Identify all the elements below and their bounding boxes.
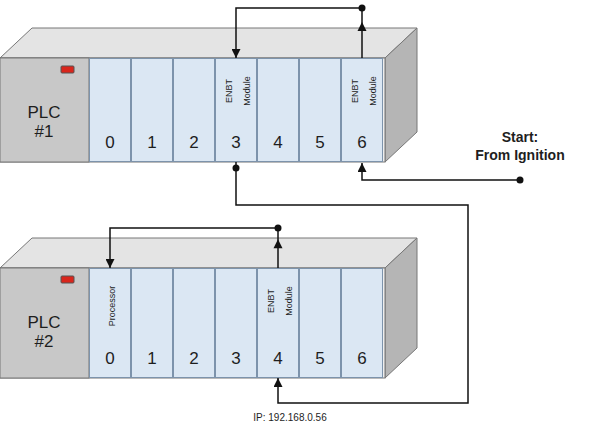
- slot-number: 1: [147, 133, 156, 152]
- ip-address: IP: 192.168.0.56: [253, 412, 326, 423]
- module-label: ENBT Module: [350, 76, 378, 106]
- label-holder: 1: [132, 134, 172, 153]
- label-holder: 2: [174, 134, 214, 153]
- connector: [110, 228, 278, 268]
- slot-number: 1: [147, 349, 156, 368]
- flow-arrowhead: [358, 22, 367, 31]
- housing-panel: [0, 58, 89, 162]
- junction-dot: [275, 225, 282, 232]
- module-label: ENBT Module: [224, 76, 252, 106]
- junction-dot: [359, 5, 366, 12]
- plc-name: PLC #2: [20, 314, 68, 351]
- label-holder: 5: [300, 350, 340, 369]
- connector-group: [233, 162, 469, 403]
- label-holder: 4: [258, 350, 298, 369]
- status-led: [61, 66, 74, 73]
- connector-group: [110, 225, 283, 269]
- label-holder: Start:: [470, 128, 570, 146]
- slot-number: 2: [189, 133, 198, 152]
- housing-top: [0, 238, 417, 268]
- module-slot: 4: [257, 58, 299, 162]
- housing-side: [385, 28, 417, 162]
- housing-top: [0, 28, 417, 58]
- label-holder: PLC #2: [20, 314, 68, 351]
- module-label: Processor: [107, 286, 117, 327]
- module-slot: 1: [131, 58, 173, 162]
- module-slot: ENBT Module 4: [257, 268, 299, 378]
- module-slot: 2: [173, 268, 215, 378]
- slot-number: 2: [189, 349, 198, 368]
- slot-number: 3: [231, 349, 240, 368]
- label-holder: ENBT Module: [344, 73, 380, 109]
- module-slot: ENBT Module 6: [341, 58, 383, 162]
- slot-number: 6: [357, 133, 366, 152]
- label-holder: 1: [132, 350, 172, 369]
- junction-dot: [233, 165, 240, 172]
- label-holder: 4: [258, 134, 298, 153]
- connector: [236, 8, 362, 58]
- wire: [362, 163, 520, 180]
- plc-name: PLC #1: [20, 104, 68, 141]
- slot-number: 6: [357, 349, 366, 368]
- module-slot: 2: [173, 58, 215, 162]
- module-slot: 5: [299, 268, 341, 378]
- plc-chassis: PLC #1 0 1 2 ENBT Module 3 4 5 ENBT Module 6: [0, 58, 385, 162]
- label-holder: Processor: [101, 281, 119, 331]
- housing-front: [0, 268, 385, 378]
- label-holder: 0: [90, 350, 130, 369]
- module-slot: Processor 0: [89, 268, 131, 378]
- slot-number: 0: [105, 349, 114, 368]
- label-holder: 3: [216, 350, 256, 369]
- flow-arrowhead: [274, 239, 283, 248]
- label-holder: 6: [342, 134, 382, 153]
- plc-housing: [0, 238, 417, 378]
- connector: [236, 162, 468, 403]
- slot-number: 4: [273, 133, 282, 152]
- label-holder: IP: 192.168.0.56: [225, 407, 355, 425]
- module-label: ENBT Module: [266, 286, 294, 316]
- label-holder: PLC #1: [20, 104, 68, 141]
- label-holder: 3: [216, 134, 256, 153]
- status-led: [61, 276, 74, 283]
- housing-side: [385, 238, 417, 378]
- housing-panel: [0, 268, 89, 378]
- ignition-wire: [362, 163, 524, 184]
- slot-number: 3: [231, 133, 240, 152]
- label-holder: ENBT Module: [218, 73, 254, 109]
- module-slot: 1: [131, 268, 173, 378]
- note-label: From Ignition: [475, 147, 564, 163]
- note-label: Start:: [502, 129, 539, 145]
- label-holder: ENBT Module: [260, 283, 296, 319]
- slot-number: 5: [315, 349, 324, 368]
- module-slot: 0: [89, 58, 131, 162]
- housing-front: [0, 58, 385, 162]
- label-holder: 2: [174, 350, 214, 369]
- label-holder: 6: [342, 350, 382, 369]
- module-slot: ENBT Module 3: [215, 58, 257, 162]
- label-holder: 5: [300, 134, 340, 153]
- plc-housing: [0, 28, 417, 162]
- plc-chassis: PLC #2 Processor 0 1 2 3 ENBT Module 4 5 6: [0, 268, 385, 378]
- slot-number: 0: [105, 133, 114, 152]
- connector-group: [236, 5, 367, 59]
- slot-number: 5: [315, 133, 324, 152]
- module-slot: 6: [341, 268, 383, 378]
- module-slot: 3: [215, 268, 257, 378]
- label-holder: From Ignition: [455, 146, 585, 164]
- junction-dot: [517, 177, 524, 184]
- module-slot: 5: [299, 58, 341, 162]
- label-holder: 0: [90, 134, 130, 153]
- slot-number: 4: [273, 349, 282, 368]
